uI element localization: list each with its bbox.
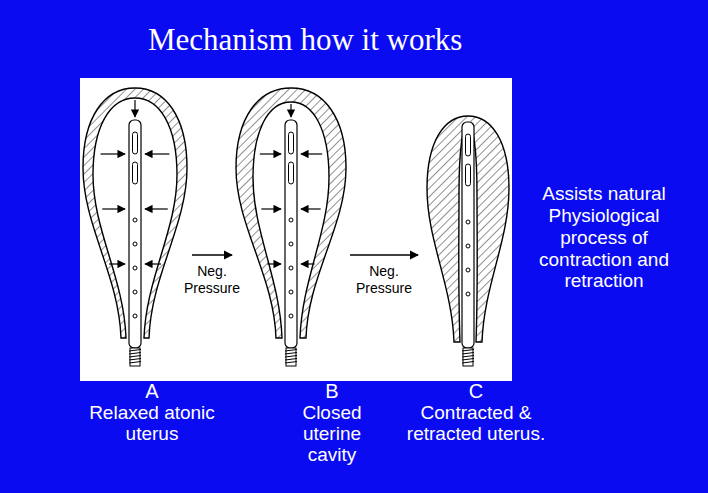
rod-hole: [133, 242, 137, 246]
rod-slot: [466, 164, 471, 186]
thread-line: [129, 362, 141, 364]
figure-description: Contracted & retracted uterus.: [394, 403, 559, 445]
uterus-figure: BClosed uterine cavity: [234, 84, 348, 370]
rod-hole: [133, 290, 137, 294]
threaded-end: [463, 348, 473, 366]
uterus-figure: ARelaxed atonic uterus: [80, 84, 190, 370]
pressure-arrow: [145, 208, 168, 209]
pressure-arrow: [145, 263, 161, 264]
thread-line: [129, 359, 141, 361]
thread-line: [129, 350, 141, 352]
rod-slot: [289, 132, 294, 154]
rod-hole: [289, 314, 293, 318]
thread-line: [285, 353, 297, 355]
thread-line: [285, 362, 297, 364]
thread-line: [462, 359, 474, 361]
figure-letter: C: [386, 380, 566, 403]
pressure-arrow-connector: [192, 254, 232, 255]
pressure-arrow-connector: [350, 254, 418, 255]
side-note: Assists natural Physiological process of…: [529, 183, 679, 292]
rod-hole: [133, 218, 137, 222]
white-panel: [80, 78, 512, 381]
rod-slot: [133, 132, 138, 154]
suction-rod: [462, 122, 474, 348]
figure-caption: CContracted & retracted uterus.: [386, 380, 566, 445]
rod-slot: [289, 162, 294, 184]
figure-description: Relaxed atonic uterus: [82, 403, 222, 445]
thread-line: [462, 350, 474, 352]
pressure-arrow: [145, 153, 169, 154]
figure-caption: ARelaxed atonic uterus: [62, 380, 242, 445]
uterus-figure: CContracted & retracted uterus.: [420, 112, 516, 370]
rod-hole: [289, 266, 293, 270]
pressure-arrow: [134, 100, 135, 117]
pressure-arrow: [102, 208, 125, 209]
rod-hole: [466, 292, 470, 296]
pressure-arrow: [301, 208, 321, 209]
pressure-arrow: [301, 153, 322, 154]
pressure-arrow: [261, 208, 281, 209]
thread-line: [462, 353, 474, 355]
pressure-arrow: [301, 263, 315, 264]
edge-label: Neg. Pressure: [180, 263, 244, 297]
threaded-end: [286, 348, 296, 366]
thread-line: [462, 356, 474, 358]
rod-slot: [466, 134, 471, 156]
pressure-arrow: [109, 263, 125, 264]
thread-line: [285, 350, 297, 352]
pressure-arrow: [260, 153, 281, 154]
thread-line: [462, 362, 474, 364]
thread-line: [285, 359, 297, 361]
edge-label: Neg. Pressure: [352, 263, 416, 297]
pressure-arrow: [267, 263, 281, 264]
figure-caption: BClosed uterine cavity: [267, 380, 397, 466]
pressure-arrow: [101, 153, 125, 154]
rod-slot: [133, 162, 138, 184]
suction-rod: [129, 120, 141, 348]
uterus-drawing: [234, 84, 348, 370]
uterus-drawing: [80, 84, 190, 370]
rod-hole: [289, 218, 293, 222]
rod-hole: [466, 244, 470, 248]
uterus-drawing: [420, 112, 516, 370]
suction-rod: [285, 120, 297, 348]
threaded-end: [130, 348, 140, 366]
thread-line: [129, 353, 141, 355]
figure-letter: A: [62, 380, 242, 403]
rod-hole: [466, 268, 470, 272]
figure-description: Closed uterine cavity: [287, 403, 377, 466]
rod-hole: [133, 314, 137, 318]
rod-hole: [289, 290, 293, 294]
rod-hole: [466, 220, 470, 224]
slide-title: Mechanism how it works: [148, 22, 462, 58]
rod-hole: [289, 242, 293, 246]
thread-line: [285, 356, 297, 358]
figure-letter: B: [267, 380, 397, 403]
thread-line: [129, 356, 141, 358]
rod-hole: [133, 266, 137, 270]
pressure-arrow: [290, 104, 291, 117]
